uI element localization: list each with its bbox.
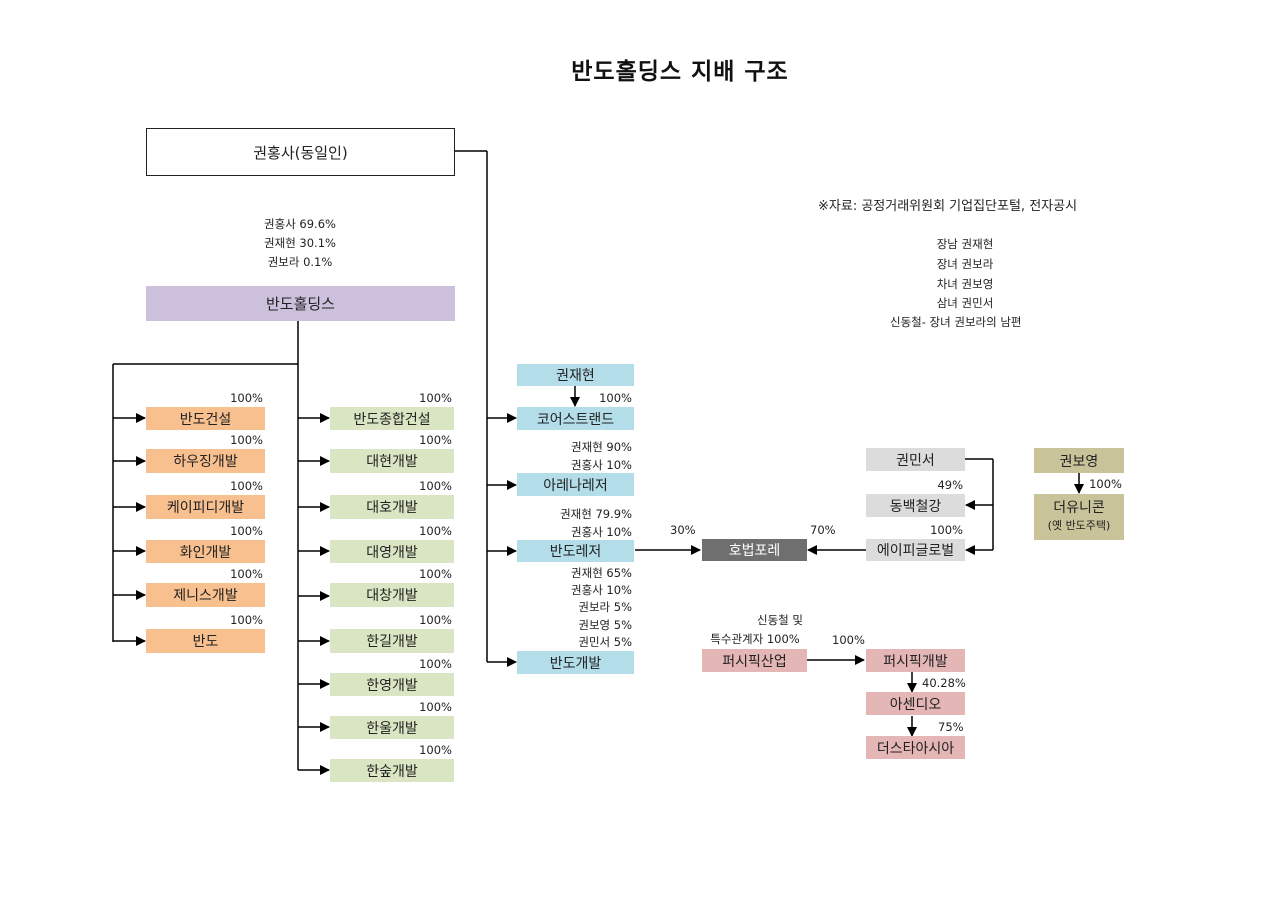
owner-label: 권재현 65% [571, 566, 632, 580]
company-box-bando-leisure: 반도레저 [517, 540, 634, 562]
pct-label: 100% [419, 433, 452, 447]
family-note-5: 신동철- 장녀 권보라의 남편 [890, 315, 1022, 329]
company-box-housing-dev: 하우징개발 [146, 449, 265, 473]
company-box-the-star-asia: 더스타아시아 [866, 736, 965, 759]
company-box-hanyoung-dev: 한영개발 [330, 673, 454, 696]
pct-label: 70% [810, 523, 836, 537]
company-box-pacific-dev: 퍼시픽개발 [866, 649, 965, 672]
company-box-bando-general-construction: 반도종합건설 [330, 407, 454, 430]
pct-label: 100% [1089, 477, 1122, 491]
company-box-hwain-dev: 화인개발 [146, 540, 265, 563]
company-box-ap-global: 에이피글로벌 [866, 539, 965, 561]
pct-label: 40.28% [922, 676, 966, 690]
company-box-daeho-dev: 대호개발 [330, 495, 454, 519]
company-box-daeyoung-dev: 대영개발 [330, 540, 454, 563]
company-name: 더유니콘 [1053, 500, 1105, 516]
pct-label: 100% [230, 433, 263, 447]
company-box-kpd-dev: 케이피디개발 [146, 495, 265, 519]
company-box-dongbaek-steel: 동백철강 [866, 494, 965, 517]
company-box-ascendio: 아센디오 [866, 692, 965, 715]
pct-label: 100% [230, 524, 263, 538]
company-box-daehyun-dev: 대현개발 [330, 449, 454, 473]
pct-label: 100% [832, 633, 865, 647]
pct-label: 100% [419, 391, 452, 405]
page-title: 반도홀딩스 지배 구조 [571, 59, 789, 85]
owner-label: 권재현 79.9% [560, 507, 632, 521]
owner-note: 특수관계자 100% [710, 632, 800, 646]
holdings-shareholder-1: 권홍사 69.6% [264, 217, 336, 231]
company-box-arena-leisure: 아레나레저 [517, 473, 634, 496]
owner-label: 권재현 90% [571, 440, 632, 454]
pct-label: 100% [419, 567, 452, 581]
pct-label: 100% [230, 391, 263, 405]
company-box-the-unicorn: 더유니콘 (옛 반도주택) [1034, 494, 1124, 540]
company-box-bando-dev: 반도개발 [517, 651, 634, 674]
family-note-4: 삼녀 권민서 [936, 296, 994, 310]
pct-label: 100% [930, 523, 963, 537]
holdings-box: 반도홀딩스 [146, 286, 455, 321]
owner-label: 권민서 5% [578, 635, 632, 649]
pct-label: 30% [670, 523, 696, 537]
company-box-zenith-dev: 제니스개발 [146, 583, 265, 607]
company-box-hobeop-pore: 호법포레 [702, 539, 807, 561]
company-box-bando: 반도 [146, 629, 265, 653]
person-box-kwon-minseo: 권민서 [866, 448, 965, 471]
holdings-shareholder-3: 권보라 0.1% [267, 255, 333, 269]
pct-label: 100% [419, 479, 452, 493]
pct-label: 100% [419, 700, 452, 714]
source-note: ※자료: 공정거래위원회 기업집단포털, 전자공시 [818, 199, 1078, 214]
person-box-kwon-jaehyun: 권재현 [517, 364, 634, 386]
owner-note: 신동철 및 [757, 613, 803, 627]
pct-label: 100% [419, 524, 452, 538]
owner-label: 권홍사 10% [571, 525, 632, 539]
pct-label: 100% [230, 567, 263, 581]
owner-label: 권보라 5% [578, 600, 632, 614]
pct-label: 100% [419, 613, 452, 627]
owner-label: 권보영 5% [578, 618, 632, 632]
family-note-2: 장녀 권보라 [936, 257, 994, 271]
pct-label: 75% [938, 720, 964, 734]
pct-label: 100% [419, 657, 452, 671]
owner-box: 권홍사(동일인) [146, 128, 455, 176]
holdings-shareholder-2: 권재현 30.1% [264, 236, 336, 250]
pct-label: 49% [937, 478, 963, 492]
company-box-hangil-dev: 한길개발 [330, 629, 454, 653]
company-box-bando-construction: 반도건설 [146, 407, 265, 430]
owner-label: 권홍사 10% [571, 458, 632, 472]
owner-label: 권홍사 10% [571, 583, 632, 597]
company-box-core-strand: 코어스트랜드 [517, 407, 634, 430]
person-box-kwon-boyoung: 권보영 [1034, 448, 1124, 473]
company-box-pacific-industry: 퍼시픽산업 [702, 649, 807, 672]
pct-label: 100% [419, 743, 452, 757]
company-box-hanul-dev: 한울개발 [330, 716, 454, 739]
company-box-hansup-dev: 한숲개발 [330, 759, 454, 782]
pct-label: 100% [230, 613, 263, 627]
company-box-daechang-dev: 대창개발 [330, 583, 454, 607]
pct-label: 100% [230, 479, 263, 493]
family-note-1: 장남 권재현 [936, 237, 994, 251]
company-former-name: (옛 반도주택) [1047, 519, 1111, 532]
pct-label: 100% [599, 391, 632, 405]
family-note-3: 차녀 권보영 [936, 277, 994, 291]
